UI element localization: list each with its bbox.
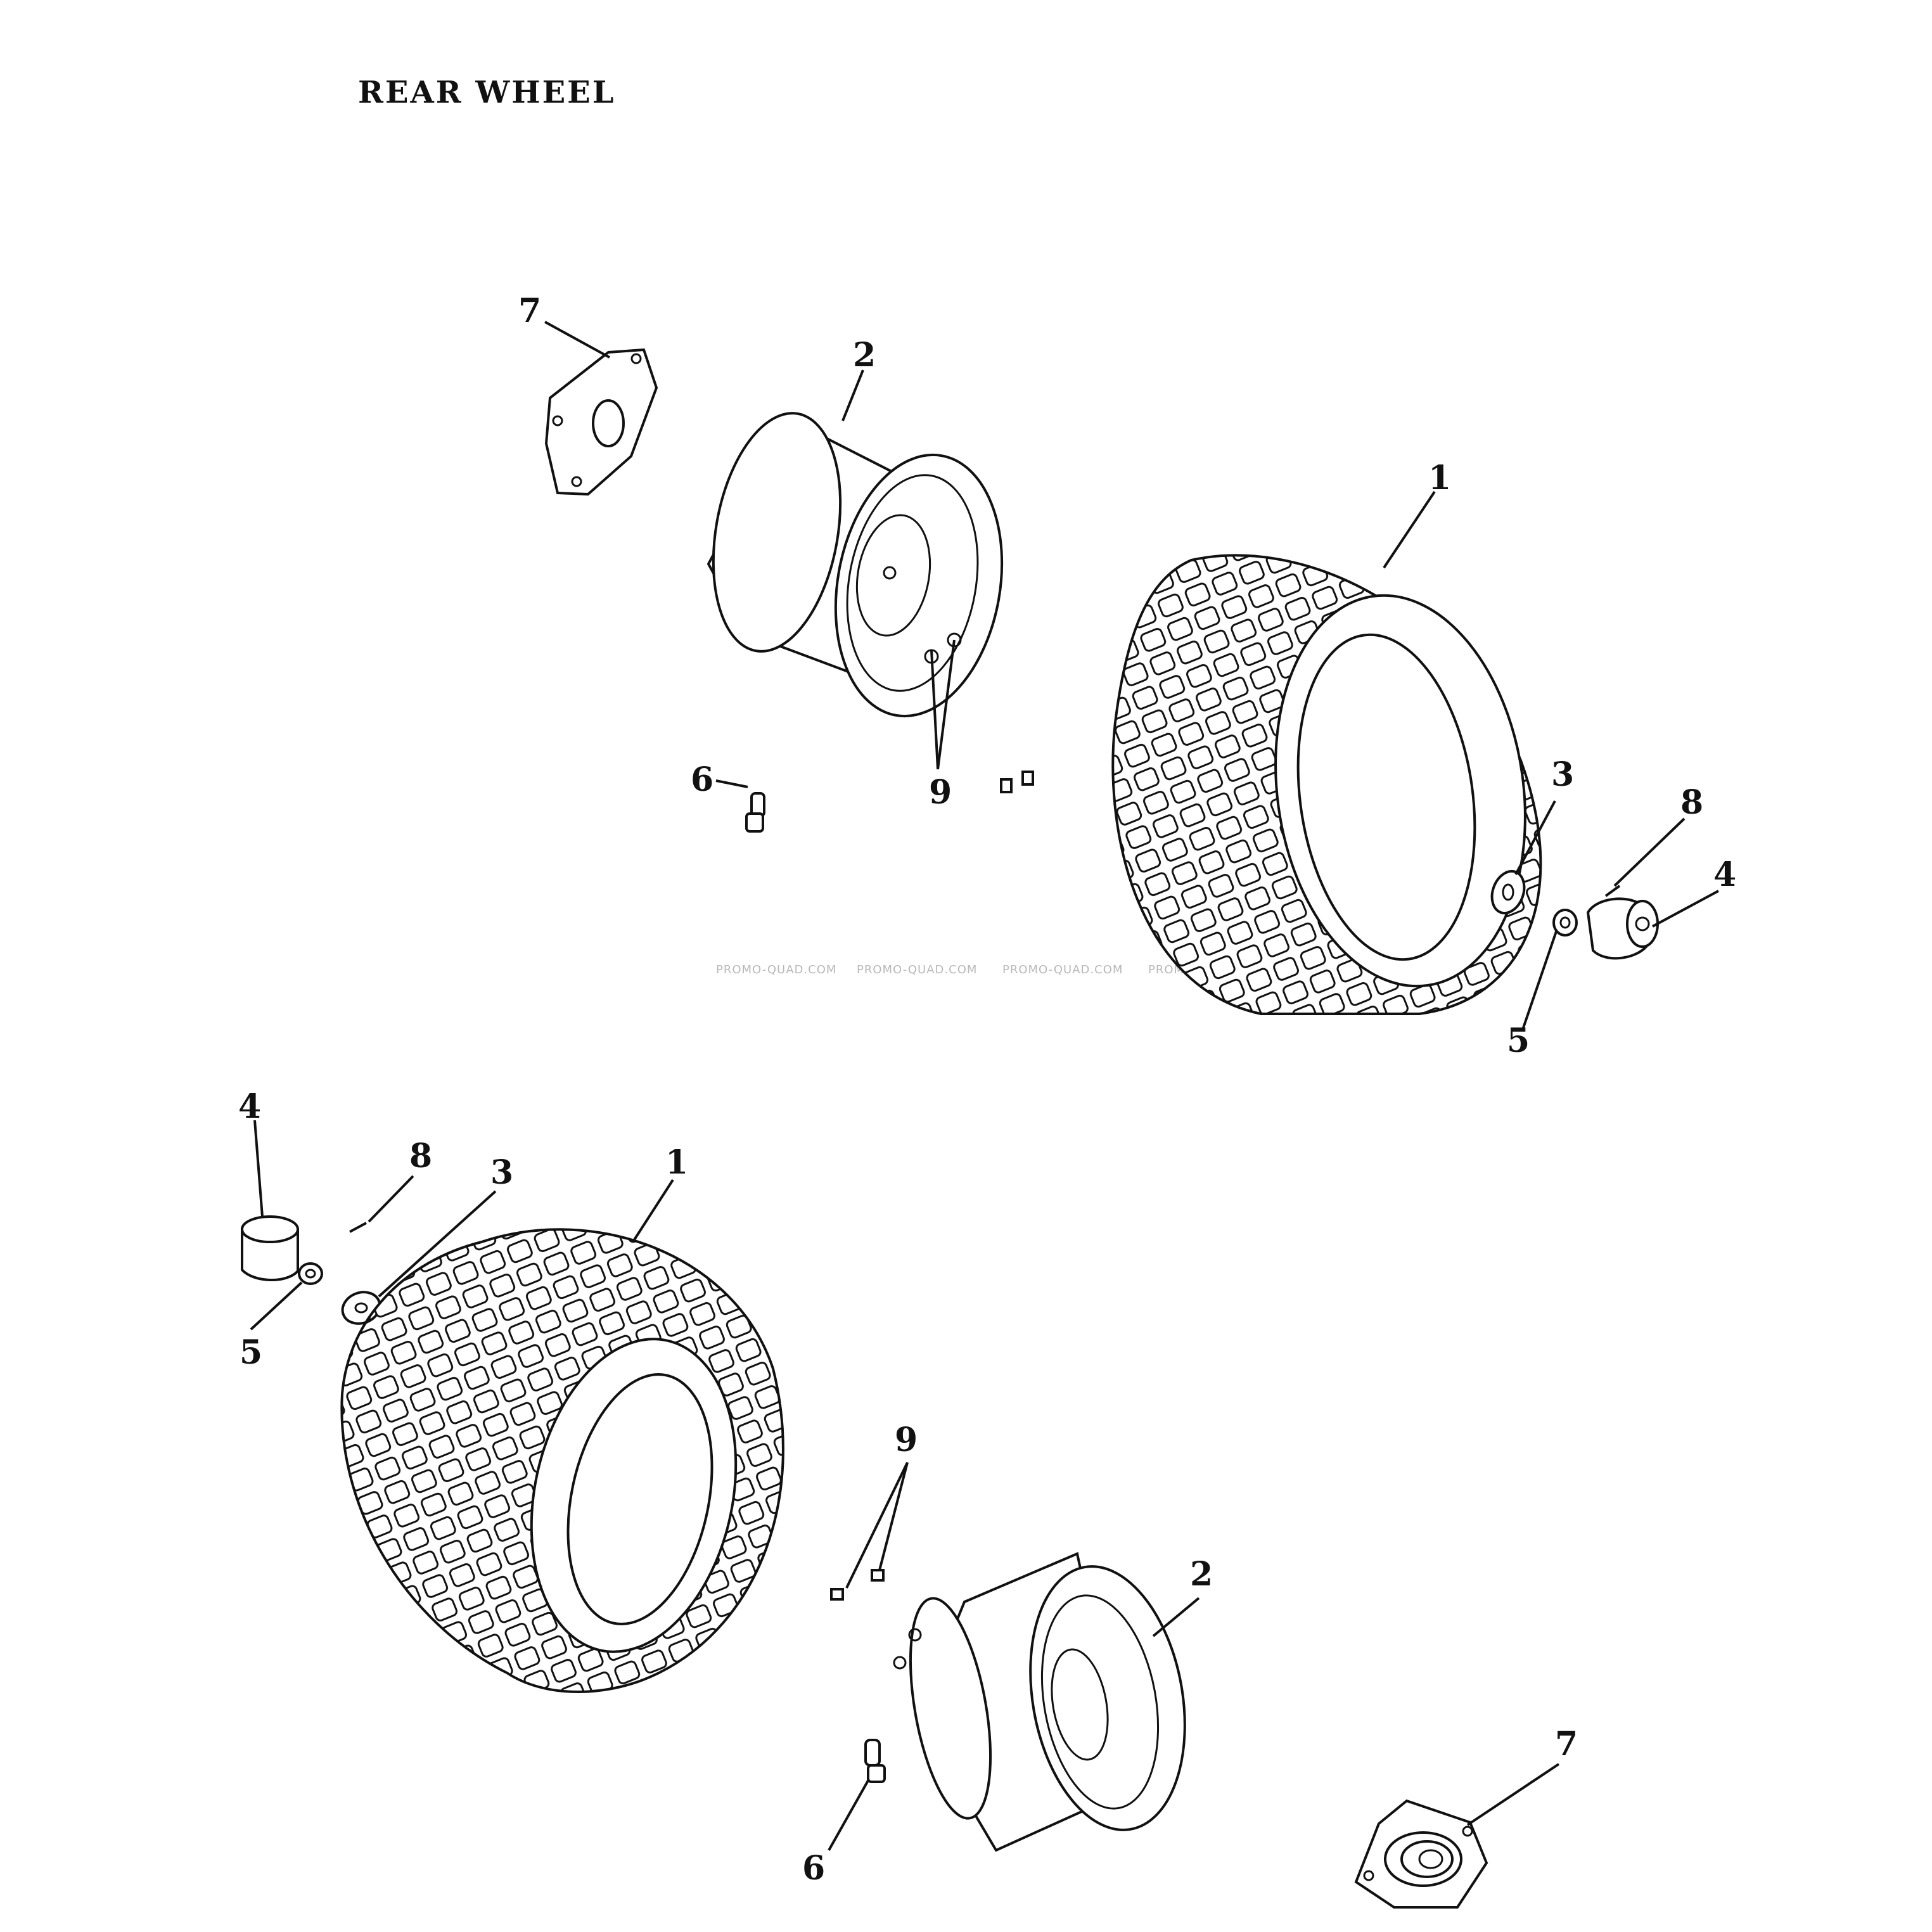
leader-lines	[250, 321, 1719, 1851]
cotter-pin-upper	[1604, 885, 1621, 897]
callout-number: 2	[853, 336, 876, 374]
callout-number: 7	[518, 291, 541, 330]
callout-number: 7	[1555, 1725, 1578, 1763]
hub-flange-upper	[544, 348, 658, 496]
callout-number: 6	[691, 760, 713, 799]
tire-upper	[1111, 554, 1542, 1015]
rim-bolt-upper	[1000, 771, 1034, 793]
tire-lower	[340, 1228, 784, 1693]
valve-stem-upper	[745, 792, 765, 833]
rim-upper	[707, 412, 1004, 718]
lock-nut-lower	[298, 1262, 323, 1285]
rim-lower	[893, 1552, 1186, 1852]
valve-stem-lower	[864, 1739, 886, 1783]
callout-number: 5	[240, 1333, 262, 1372]
watermark-text: PROMO-QUAD.COM	[716, 963, 837, 976]
rim-bolt-lower	[830, 1569, 885, 1601]
hub-cap-upper	[1586, 897, 1659, 960]
hub-flange-lower	[1354, 1799, 1488, 1909]
washer-upper	[1490, 870, 1526, 914]
callout-number: 9	[895, 1421, 918, 1459]
callout-number: 1	[665, 1143, 688, 1182]
callout-number: 2	[1190, 1555, 1213, 1594]
callout-number: 1	[1428, 459, 1451, 497]
lock-nut-upper	[1552, 909, 1578, 937]
callout-number: 4	[1713, 855, 1736, 894]
page-title: REAR WHEEL	[358, 75, 616, 110]
callout-number: 8	[409, 1137, 432, 1175]
watermark-text: PROMO-QUAD.COM	[857, 963, 978, 976]
callout-number: 9	[929, 773, 952, 812]
hub-cap-lower	[241, 1215, 299, 1282]
callout-number: 6	[802, 1849, 825, 1888]
cotter-pin-lower	[349, 1222, 367, 1233]
callout-number: 3	[1551, 755, 1574, 794]
callout-number: 4	[238, 1087, 261, 1126]
callout-number: 3	[490, 1153, 513, 1192]
callout-number: 5	[1507, 1021, 1530, 1060]
watermark-text: PROMO-QUAD.COM	[1002, 963, 1123, 976]
callout-number: 8	[1680, 783, 1703, 822]
